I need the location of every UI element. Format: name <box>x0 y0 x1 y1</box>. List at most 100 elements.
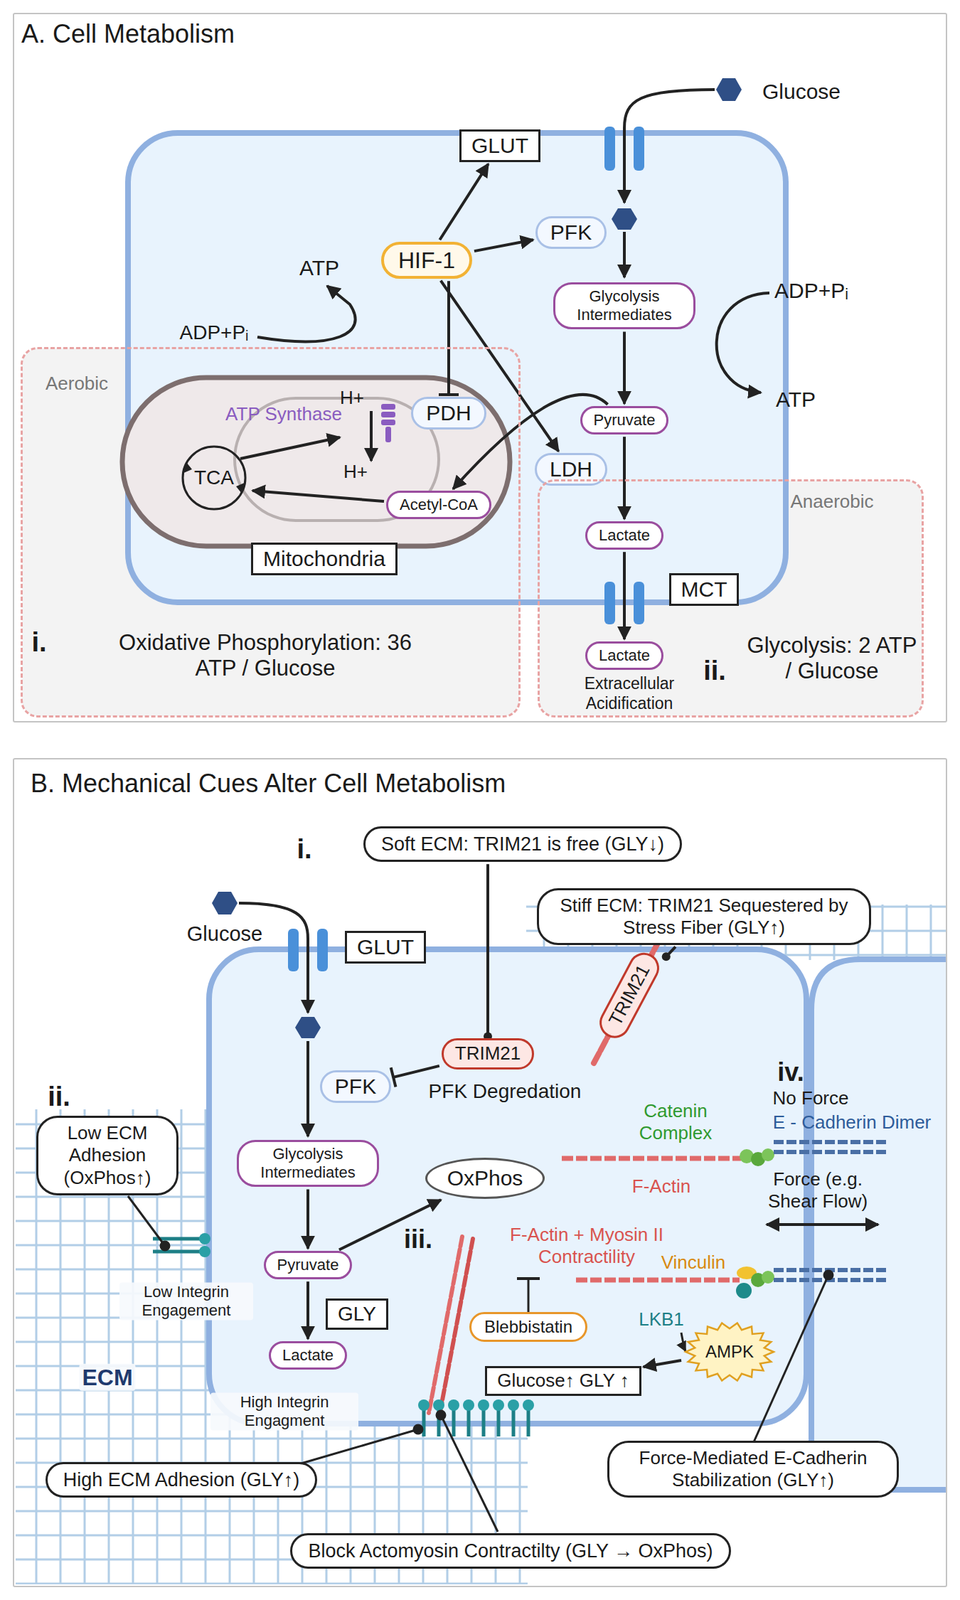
adhesion-junctions <box>761 1270 775 1284</box>
callout-number: i. <box>31 627 47 659</box>
node-text: Low ECM Adhesion (OxPhos↑) <box>54 1122 161 1189</box>
cell-body <box>209 949 947 1490</box>
connector <box>622 551 626 640</box>
connector <box>486 864 490 1037</box>
integrins <box>522 1399 535 1411</box>
integrins <box>497 1406 501 1437</box>
process-box: GLY <box>325 1298 389 1330</box>
protein-pill: TRIM21 <box>441 1038 535 1069</box>
enzyme-pill: PFK <box>535 216 607 249</box>
node-text: TRIM21 <box>604 961 655 1030</box>
text-label: Low Integrin Engagement <box>119 1282 254 1321</box>
node-text: GLUT <box>471 132 529 159</box>
node-text: Glycolysis Intermediates <box>566 287 682 325</box>
text-label: No Force <box>772 1087 850 1110</box>
glucose-path-a <box>604 126 616 171</box>
metabolite-box: Glycolysis Intermediates <box>236 1139 380 1188</box>
node-text: Blebbistatin <box>484 1316 573 1338</box>
adhesion-junctions <box>773 1149 888 1155</box>
metabolite-box: Lactate <box>585 521 664 550</box>
metabolite-box: Acetyl-CoA <box>386 490 492 520</box>
drug-pill: Blebbistatin <box>469 1312 588 1343</box>
text-label: F-Actin <box>632 1175 691 1198</box>
glucose-path-a <box>611 208 638 230</box>
node-text: Lactate <box>282 1346 334 1365</box>
atp-synthase-icon <box>381 419 396 426</box>
ecm-mesh <box>15 1109 528 1585</box>
region-fill <box>22 348 520 717</box>
integrins <box>482 1406 486 1437</box>
text-label: Force (e.g. Shear Flow) <box>746 1168 889 1213</box>
metabolite-box: Pyruvate <box>263 1250 353 1280</box>
region-text: Oxidative Phosphorylation: 36 ATP / Gluc… <box>108 630 422 681</box>
adhesion-junctions <box>773 1139 888 1145</box>
integrins <box>512 1406 516 1437</box>
atp-synthase-icon <box>381 403 396 410</box>
text-label: LKB1 <box>638 1308 685 1331</box>
glucose-path-a <box>622 231 626 278</box>
pointer-dot <box>662 952 671 961</box>
mitochondrion <box>182 446 246 510</box>
region-text: Aerobic <box>45 373 109 395</box>
mitochondrion <box>122 377 510 547</box>
node-text: AMPK <box>705 1341 754 1363</box>
pointer-lines <box>160 1241 170 1251</box>
glucose-path-a <box>624 89 715 203</box>
region-text: A. Cell Metabolism <box>21 19 235 49</box>
metabolite-box: Pyruvate <box>580 406 670 435</box>
integrins <box>433 1399 445 1411</box>
adhesion-junctions <box>561 1142 888 1299</box>
adhesion-junctions <box>736 1282 752 1299</box>
connector <box>447 280 451 395</box>
pointer-lines <box>413 1425 423 1434</box>
integrins <box>526 1406 531 1437</box>
atp-synthase-icon <box>381 411 396 418</box>
region-text: Anaerobic <box>790 491 874 513</box>
node-text: MCT <box>681 576 728 603</box>
node-text: OxPhos <box>447 1165 524 1192</box>
pointer-lines <box>824 1270 833 1280</box>
region-text: B. Mechanical Cues Alter Cell Metabolism <box>30 768 506 798</box>
text-label: Glucose <box>762 78 841 105</box>
text-label: PFK Degredation <box>428 1079 582 1104</box>
adhesion-junctions <box>766 1223 879 1226</box>
node-text: Pyruvate <box>277 1255 340 1275</box>
metabolite-box: Lactate <box>585 641 664 670</box>
mitochondrion <box>252 490 384 502</box>
connector <box>622 331 626 404</box>
stress-fiber <box>439 1238 473 1416</box>
callout-number: i. <box>296 834 312 866</box>
text-label: Glucose <box>187 921 263 947</box>
node-text: Stiff ECM: TRIM21 Sequestered by Stress … <box>554 894 854 939</box>
callout-box: Force-Mediated E-Cadherin Stabilization … <box>607 1440 899 1498</box>
connector <box>622 436 626 520</box>
node-text: HIF-1 <box>398 246 456 274</box>
glucose-path-b <box>238 903 308 1013</box>
text-label: E - Cadherin Dimer <box>772 1111 932 1134</box>
node-text: Lactate <box>598 646 650 665</box>
transporter-box: GLUT <box>344 930 426 964</box>
adhesion-junctions <box>576 1277 740 1283</box>
kinase-starburst: AMPK <box>683 1320 776 1384</box>
integrins <box>507 1399 520 1411</box>
panel: A. Cell MetabolismGLUT PFK HIF-1Glycolysis… <box>12 12 948 723</box>
glucose-path-b <box>317 928 328 972</box>
node-text: Glycolysis Intermediates <box>250 1144 366 1183</box>
pointer-lines <box>436 1410 446 1420</box>
connector <box>306 1281 310 1340</box>
integrins <box>152 1250 205 1254</box>
enzyme-pill: PFK <box>320 1070 392 1103</box>
callout-number: iv. <box>777 1056 804 1088</box>
node-text: Lactate <box>598 526 650 545</box>
integrins <box>462 1399 475 1411</box>
node-text: Block Actomyosin Contractilty (GLY → OxP… <box>307 1539 713 1563</box>
text-label: Catenin Complex <box>615 1100 736 1145</box>
integrins <box>452 1406 456 1437</box>
callout-number: ii. <box>703 655 727 687</box>
callout-number: iii. <box>403 1223 433 1255</box>
integrins <box>492 1399 505 1411</box>
node-text: High ECM Adhesion (GLY↑) <box>63 1468 301 1492</box>
pointer-lines <box>298 1429 419 1465</box>
